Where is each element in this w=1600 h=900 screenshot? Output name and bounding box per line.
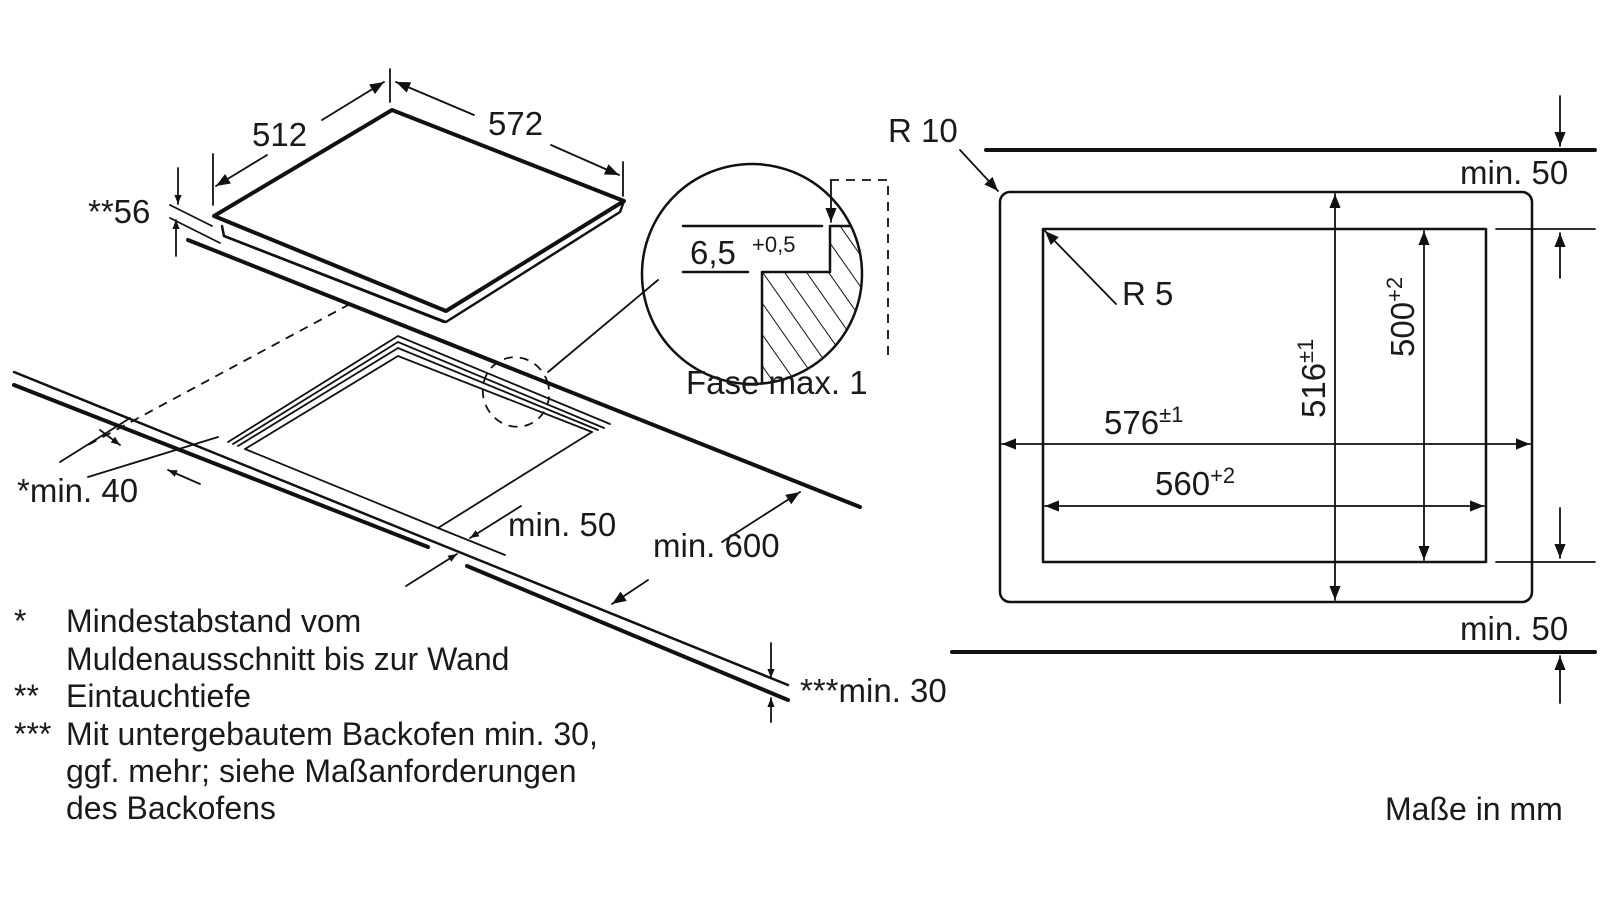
cutout-plan-view: min. 50 min. 50 R 10 R 5 576±1 560+2 516…: [888, 95, 1597, 704]
footnote-1: * Mindestabstand vom Muldenausschnitt bi…: [14, 603, 509, 677]
dim-counter-thickness-min: ***min. 30: [767, 642, 947, 723]
dim-counter-depth-min: min. 600: [611, 491, 801, 605]
counter-cutout: [227, 334, 611, 529]
dim-immersion-depth: **56: [88, 167, 221, 257]
detail-depth-tolerance: +0,5: [752, 232, 795, 257]
outer-height-label: 516±1: [1293, 339, 1332, 418]
footnote-2: ** Eintauchtiefe: [14, 678, 251, 714]
dim-512-label: 512: [252, 116, 307, 153]
top-clearance-label: min. 50: [1460, 154, 1568, 191]
footnote-marker: ***: [14, 716, 51, 752]
dim-min50-label: min. 50: [508, 506, 616, 543]
dim-front-min: min. 50: [405, 505, 616, 587]
footnote-line: ggf. mehr; siehe Maßanforderungen: [66, 753, 577, 789]
detail-leader-line: [547, 279, 659, 373]
chamfer-detail: 6,5 +0,5 Fase max. 1: [640, 162, 889, 401]
footnote-line: Mit untergebautem Backofen min. 30,: [66, 716, 598, 752]
dim-min40-label: *min. 40: [17, 472, 138, 509]
outer-width-label: 576±1: [1104, 402, 1183, 441]
inner-cutout-outline: [1041, 227, 1488, 564]
hob-top: [212, 108, 626, 324]
dim-min600-label: min. 600: [653, 527, 780, 564]
wall-projection-line: [87, 303, 351, 446]
isometric-view: 512 572 **56: [12, 68, 947, 723]
dim-hob-width: 572: [395, 81, 624, 197]
outer-radius-label: R 10: [888, 112, 958, 149]
footnote-line: Eintauchtiefe: [66, 678, 251, 714]
inner-radius-label: R 5: [1122, 275, 1173, 312]
dim-wall-min: *min. 40: [17, 417, 219, 509]
footnote-marker: **: [14, 678, 39, 714]
footnote-line: des Backofens: [66, 790, 276, 826]
footnote-line: Muldenausschnitt bis zur Wand: [66, 641, 509, 677]
outer-cutout-outline: [998, 190, 1534, 604]
footnote-line: Mindestabstand vom: [66, 603, 361, 639]
dim-572-label: 572: [488, 105, 543, 142]
chamfer-label: Fase max. 1: [686, 364, 868, 401]
dim-56-label: **56: [88, 193, 150, 230]
detail-depth-label: 6,5: [690, 234, 736, 271]
counter-front: [12, 370, 790, 702]
inner-height-label: 500+2: [1382, 277, 1421, 357]
detail-marker-circle: [481, 356, 551, 428]
inner-width-label: 560+2: [1155, 463, 1235, 502]
dim-hob-depth: 512: [212, 68, 391, 206]
counter-back-edge: [186, 238, 862, 509]
footnotes: * Mindestabstand vom Muldenausschnitt bi…: [14, 603, 598, 826]
bottom-clearance-label: min. 50: [1460, 610, 1568, 647]
footnote-marker: *: [14, 603, 26, 639]
footnote-3: *** Mit untergebautem Backofen min. 30, …: [14, 716, 598, 826]
dim-min30-label: ***min. 30: [800, 672, 947, 709]
units-label: Maße in mm: [1385, 791, 1563, 827]
